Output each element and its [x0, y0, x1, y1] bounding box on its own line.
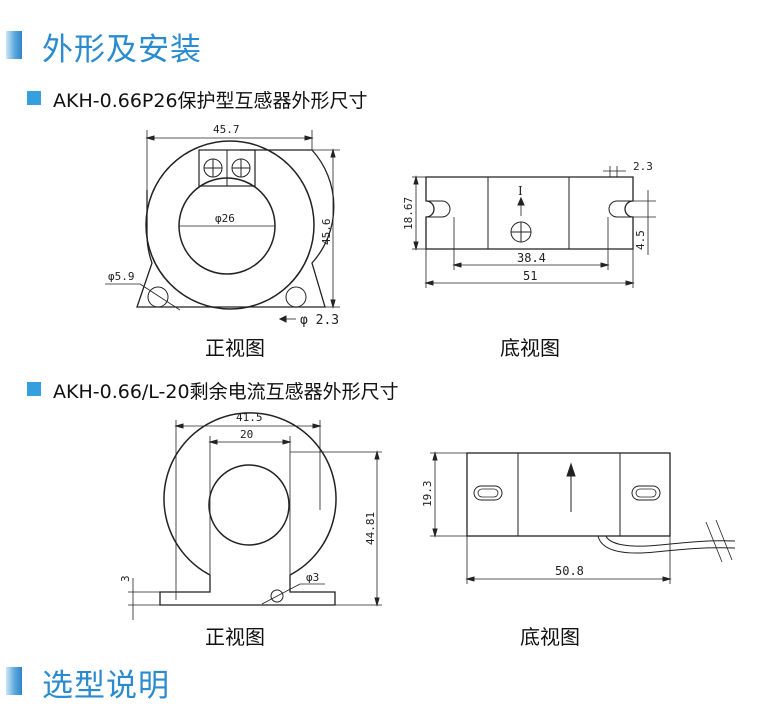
section-marker-icon — [6, 31, 22, 59]
section-title-selection: 选型说明 — [42, 668, 170, 704]
dim-inner: 38.4 — [517, 251, 546, 265]
dim-slot: 2.3 — [633, 160, 653, 173]
dim-slot-height: 4.5 — [634, 230, 647, 250]
bottom-view-caption: 底视图 — [500, 336, 560, 360]
dim-base: 3 — [119, 575, 132, 582]
product2-front-view: 41.5 20 44.81 3 φ3 — [119, 411, 382, 620]
dim-bottom-height: 18.67 — [402, 197, 415, 230]
dim-bottom-height: 19.3 — [421, 481, 434, 508]
dim-bore: φ26 — [215, 212, 235, 225]
subtitle-marker-icon — [27, 382, 41, 396]
direction-marker: I — [518, 184, 523, 198]
bottom-view-caption: 底视图 — [520, 625, 580, 649]
dim-height: 45.6 — [320, 219, 333, 246]
product1-front-view: φ26 45.7 45.6 φ5.9 φ 2.3 — [105, 123, 340, 328]
dim-width: 45.7 — [213, 123, 240, 136]
dim-pin: φ 2.3 — [300, 313, 339, 328]
dim-length: 50.8 — [555, 564, 584, 578]
front-view-caption: 正视图 — [205, 336, 265, 360]
dim-height: 44.81 — [364, 512, 377, 545]
section-title-installation: 外形及安装 — [42, 32, 202, 68]
dim-width: 41.5 — [236, 411, 263, 424]
subtitle-marker-icon — [27, 91, 41, 105]
product1-bottom-view: I 18.67 2.3 4.5 38.4 51 — [402, 160, 656, 288]
product1-title: AKH-0.66P26保护型互感器外形尺寸 — [53, 90, 368, 112]
dim-total: 51 — [523, 269, 537, 283]
dim-hole: φ5.9 — [108, 270, 135, 283]
section-marker-icon — [6, 667, 22, 695]
dim-hole: φ3 — [306, 571, 319, 584]
product2-bottom-view: 19.3 50.8 — [421, 451, 736, 584]
dim-bore: 20 — [240, 428, 253, 441]
product2-title: AKH-0.66/L-20剩余电流互感器外形尺寸 — [53, 381, 399, 403]
front-view-caption: 正视图 — [205, 625, 265, 649]
